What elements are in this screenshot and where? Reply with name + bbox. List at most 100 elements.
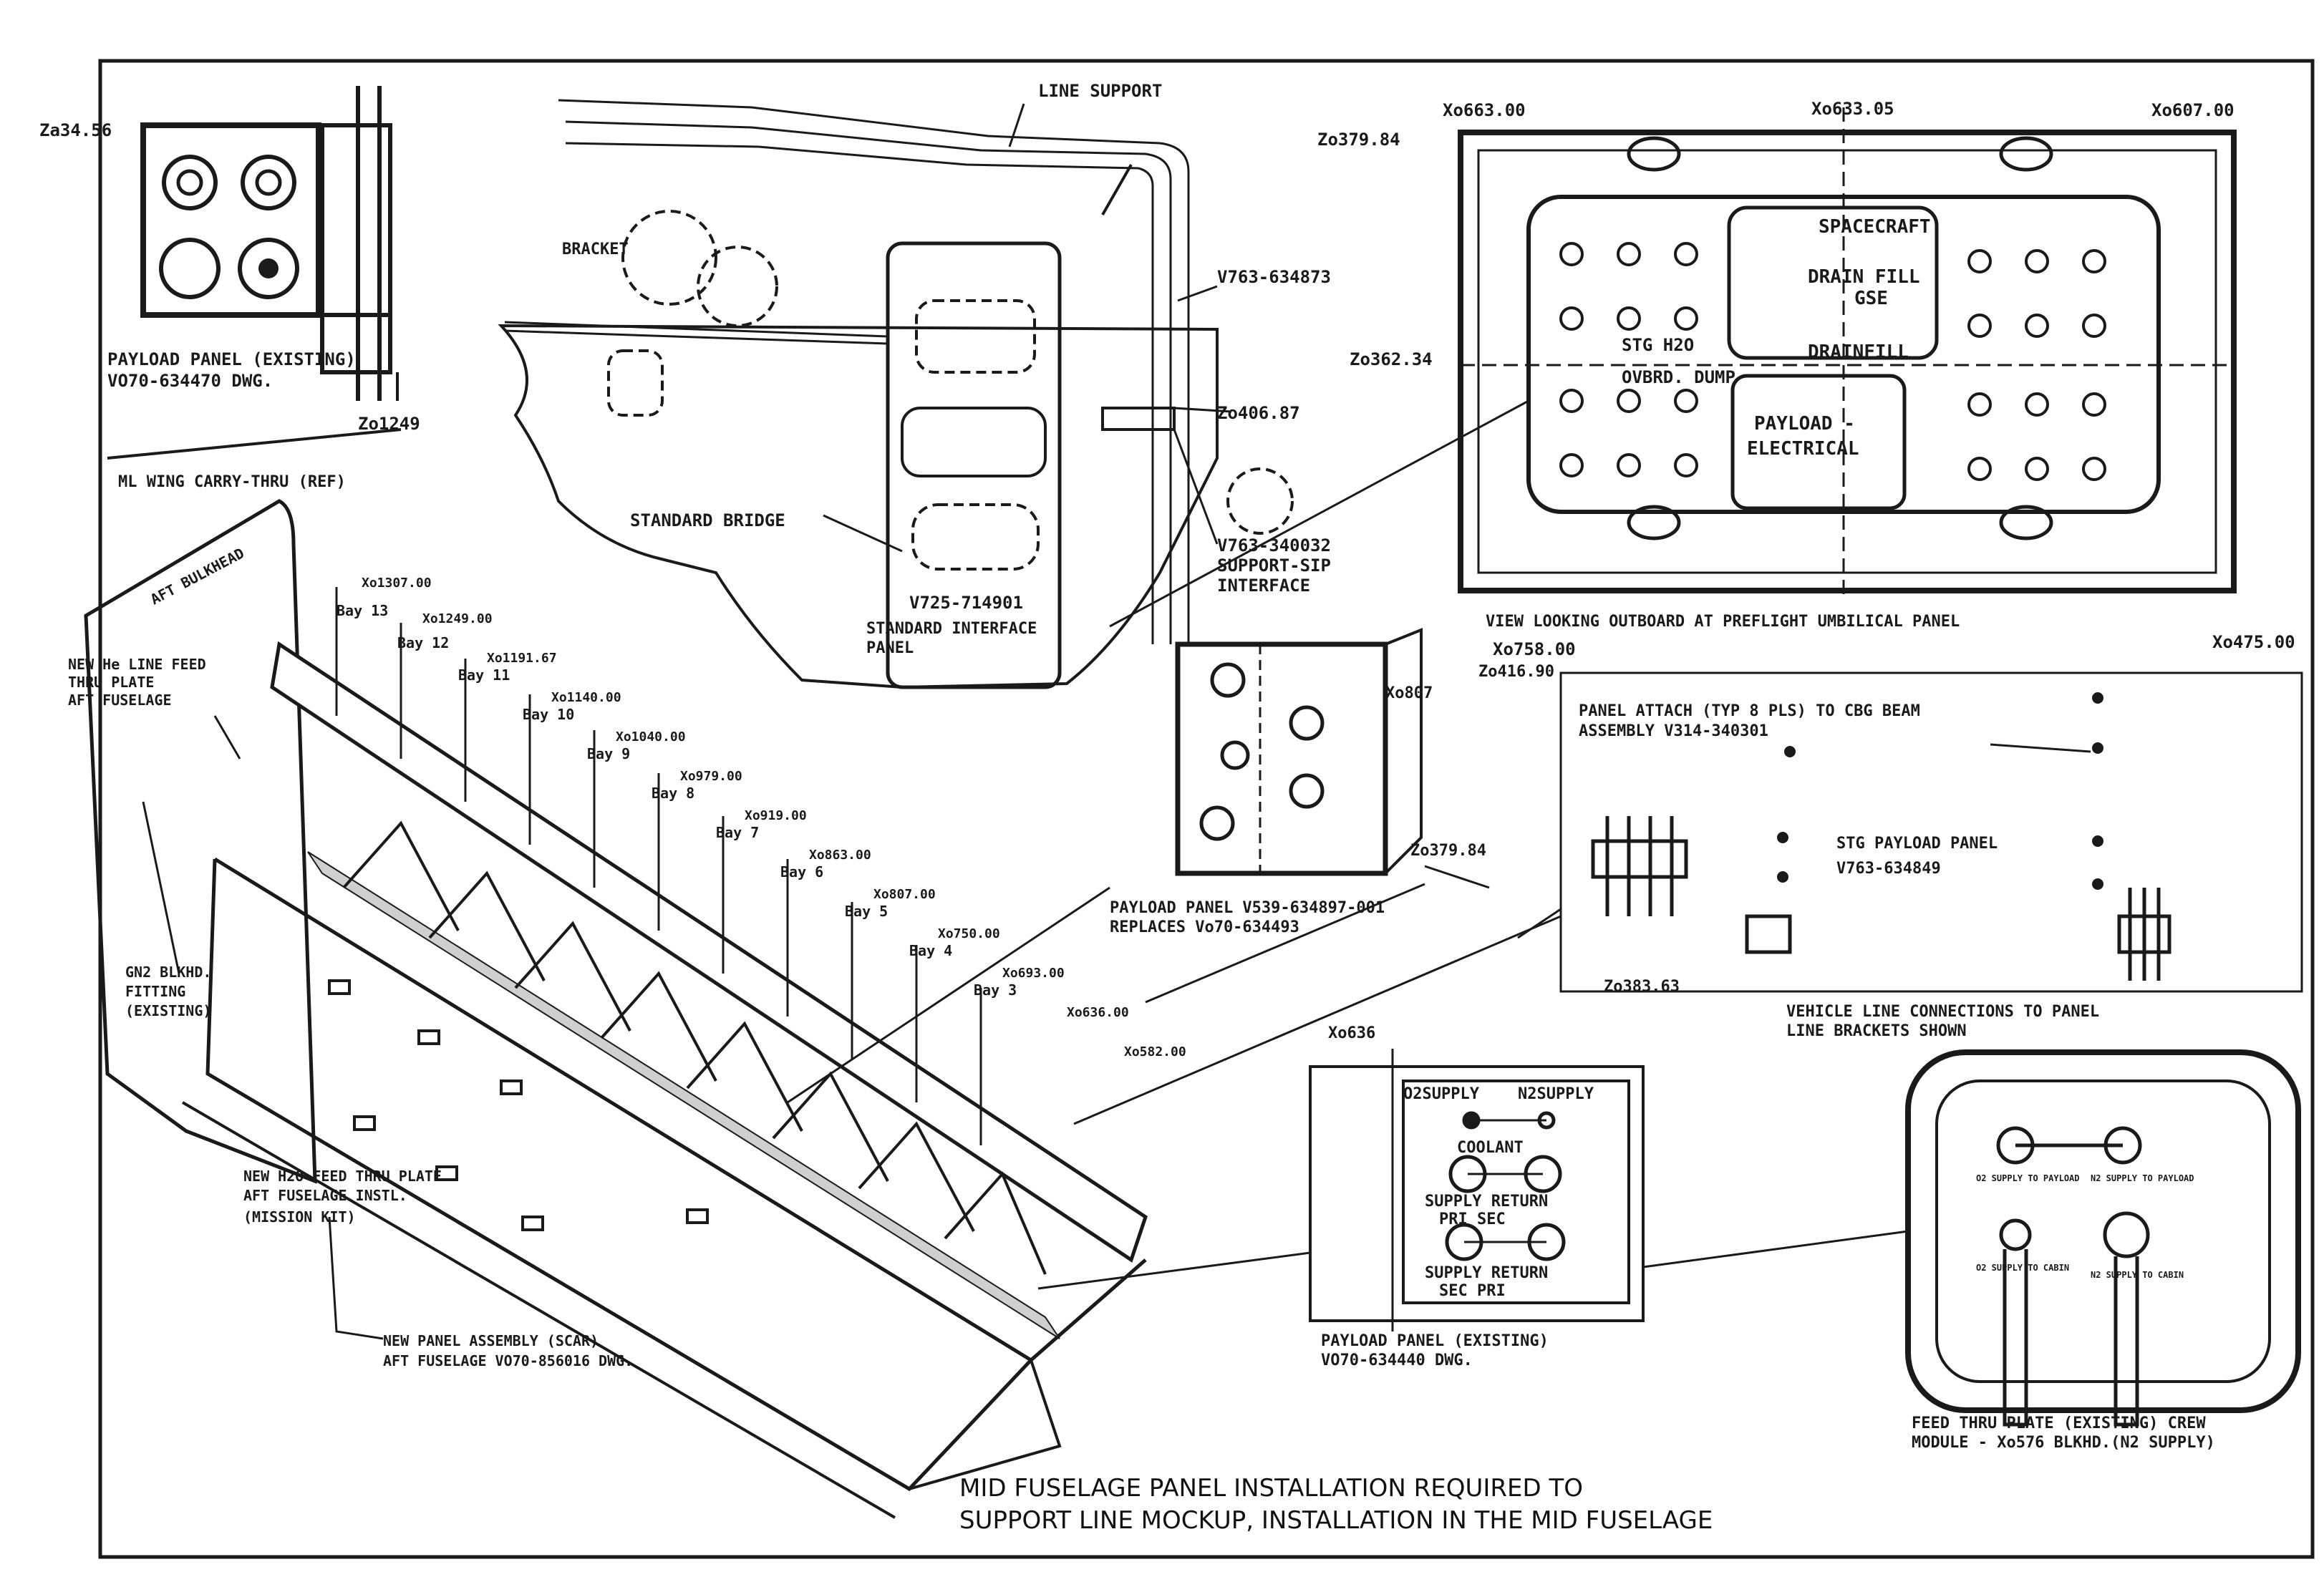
drain-fill-label: DRAIN FILL	[1808, 266, 1920, 288]
feed-thru-lines	[2003, 1143, 2139, 1427]
gn2-fitting-label: (EXISTING)	[125, 1002, 211, 1019]
station-label: Zo416.90	[1478, 663, 1554, 681]
station-label: Xo758.00	[1493, 639, 1576, 659]
standard-bridge-label: STANDARD BRIDGE	[630, 510, 785, 530]
station-label: Xo807	[1385, 684, 1433, 702]
o2-supply-label: O2SUPPLY	[1403, 1085, 1480, 1103]
panel-window	[915, 299, 1036, 374]
svg-text:Xo919.00: Xo919.00	[745, 808, 807, 823]
payload-electrical-plate	[1730, 374, 1907, 510]
payload-electrical-label: PAYLOAD -	[1754, 413, 1855, 435]
mid-fuselage-view: Bay 13 Bay 12 Bay 11 Bay 10 Bay 9 Bay 8 …	[68, 499, 1562, 1519]
supply-return-label: SUPPLY RETURN	[1425, 1193, 1548, 1210]
feed-thru-fittings	[1996, 1126, 2150, 1258]
attach-points	[1777, 692, 2103, 890]
svg-text:Xo693.00: Xo693.00	[1002, 966, 1065, 981]
scar-panel-label: AFT FUSELAGE VO70-856016 DWG.	[383, 1352, 633, 1369]
n2-supply-label: N2SUPPLY	[1518, 1085, 1594, 1103]
station-label: Za34.56	[39, 120, 112, 140]
standard-interface-label: PANEL	[866, 639, 914, 657]
over-dump-label: OVBRD. DUMP	[1622, 367, 1735, 387]
top-left-payload-panel-view: Za34.56 Zo1249 PAYLOAD PANEL (EXISTING) …	[39, 86, 420, 491]
bridge-cutout	[621, 210, 717, 306]
spacecraft-label: SPACECRAFT	[1819, 216, 1931, 238]
bridge-edge	[504, 321, 889, 345]
svg-text:Xo582.00: Xo582.00	[1124, 1044, 1186, 1059]
gn2-fitting-label: GN2 BLKHD.	[125, 964, 211, 981]
wing-carry-thru-label: ML WING CARRY-THRU (REF)	[118, 473, 346, 491]
panel-fitting	[162, 155, 218, 210]
keel-shading	[307, 851, 1060, 1339]
svg-text:Bay 5: Bay 5	[845, 903, 888, 920]
bracket-label: BRACKET	[562, 241, 629, 258]
umbilical-inner-frame	[1477, 149, 2217, 574]
payload-panel-label: VO70-634440 DWG.	[1321, 1352, 1473, 1369]
leader-lines	[823, 103, 1232, 553]
part-number-label: V763-634873	[1217, 267, 1331, 287]
wing-carry-thru-line	[107, 372, 402, 460]
stg-payload-panel-view: Xo758.00 Xo475.00 Zo416.90 Zo383.63 PANE…	[1424, 632, 2303, 1040]
feed-thru-label: FEED THRU PLATE (EXISTING) CREW	[1912, 1415, 2206, 1432]
payload-panel-label: PAYLOAD PANEL (EXISTING)	[1321, 1332, 1549, 1350]
vehicle-line-label: LINE BRACKETS SHOWN	[1786, 1022, 1967, 1040]
svg-text:Bay 6: Bay 6	[780, 863, 823, 880]
stg-h2o-label: STG H2O	[1622, 335, 1694, 355]
frame-uprights	[335, 587, 982, 1145]
svg-text:Xo863.00: Xo863.00	[809, 848, 871, 863]
drawing-border	[98, 59, 2315, 1559]
access-ports	[328, 979, 709, 1231]
svg-text:Bay 8: Bay 8	[652, 785, 694, 802]
drainfill-label: DRAINFILL	[1808, 341, 1909, 363]
stg-payload-label: STG PAYLOAD PANEL	[1836, 835, 1998, 853]
svg-text:Bay 4: Bay 4	[909, 942, 952, 959]
interface-label: INTERFACE	[1217, 576, 1310, 596]
mount-lug	[1627, 136, 1681, 172]
fuselage-floor	[181, 1072, 1062, 1519]
svg-text:Xo1040.00: Xo1040.00	[616, 729, 686, 744]
svg-text:Xo979.00: Xo979.00	[680, 769, 742, 784]
umbilical-outer-frame	[1458, 130, 2237, 593]
panel-fitting	[258, 258, 279, 278]
svg-text:Xo807.00: Xo807.00	[873, 887, 936, 902]
mount-lug	[1999, 505, 2053, 540]
panel-window	[901, 407, 1047, 477]
svg-text:Xo1307.00: Xo1307.00	[362, 576, 432, 591]
station-label: Zo383.63	[1604, 978, 1680, 996]
feed-thru-outer	[1905, 1049, 2301, 1413]
svg-text:Bay 7: Bay 7	[716, 824, 759, 841]
panel-attach-label: PANEL ATTACH (TYP 8 PLS) TO CBG BEAM	[1579, 702, 1920, 720]
mount-lug	[1627, 505, 1681, 540]
svg-text:Bay 11: Bay 11	[458, 666, 510, 684]
payload-panel-v539-view: Xo807 Zo379.84 PAYLOAD PANEL V539-634897…	[1110, 628, 1486, 936]
payload-electrical-label: ELECTRICAL	[1747, 438, 1859, 460]
svg-text:Xo1191.67: Xo1191.67	[487, 651, 557, 666]
svg-text:Bay 13: Bay 13	[337, 602, 388, 619]
aft-bulkhead-outline	[84, 499, 317, 1184]
mount-lug	[1999, 136, 2053, 172]
station-label: Zo362.34	[1350, 349, 1433, 369]
feed-thru-inner	[1935, 1079, 2271, 1383]
existing-payload-panel	[140, 122, 321, 318]
station-label: Zo379.84	[1410, 842, 1486, 860]
vehicle-line-label: VEHICLE LINE CONNECTIONS TO PANEL	[1786, 1003, 2099, 1021]
station-label: Xo633.05	[1811, 99, 1894, 119]
leader-lines	[1109, 399, 1529, 628]
panel-label: PAYLOAD PANEL (EXISTING)	[107, 349, 356, 369]
svg-text:Xo636.00: Xo636.00	[1067, 1005, 1129, 1020]
panel-fitting	[176, 169, 203, 196]
drawing-caption: MID FUSELAGE PANEL INSTALLATION REQUIRED…	[959, 1474, 1583, 1503]
panel-fitting	[238, 238, 299, 299]
connector-group	[1591, 816, 2172, 981]
fuselage-sill-upper	[270, 641, 1148, 1263]
svg-text:Bay 9: Bay 9	[587, 745, 630, 762]
coolant-panel-inner	[1402, 1079, 1630, 1304]
station-labels: Xo1307.00 Xo1249.00 Xo1191.67 Xo1140.00 …	[362, 576, 1186, 1059]
new-he-line-label: AFT FUSELAGE	[68, 692, 172, 709]
panel-fitting	[255, 169, 282, 196]
fitting-label: N2 SUPPLY TO CABIN	[2091, 1270, 2184, 1280]
line-run	[558, 99, 1190, 644]
station-label: Zo1249	[358, 414, 420, 434]
svg-text:Bay 10: Bay 10	[523, 706, 574, 723]
station-label: Xo663.00	[1443, 100, 1526, 120]
svg-text:Xo1249.00: Xo1249.00	[422, 611, 493, 626]
